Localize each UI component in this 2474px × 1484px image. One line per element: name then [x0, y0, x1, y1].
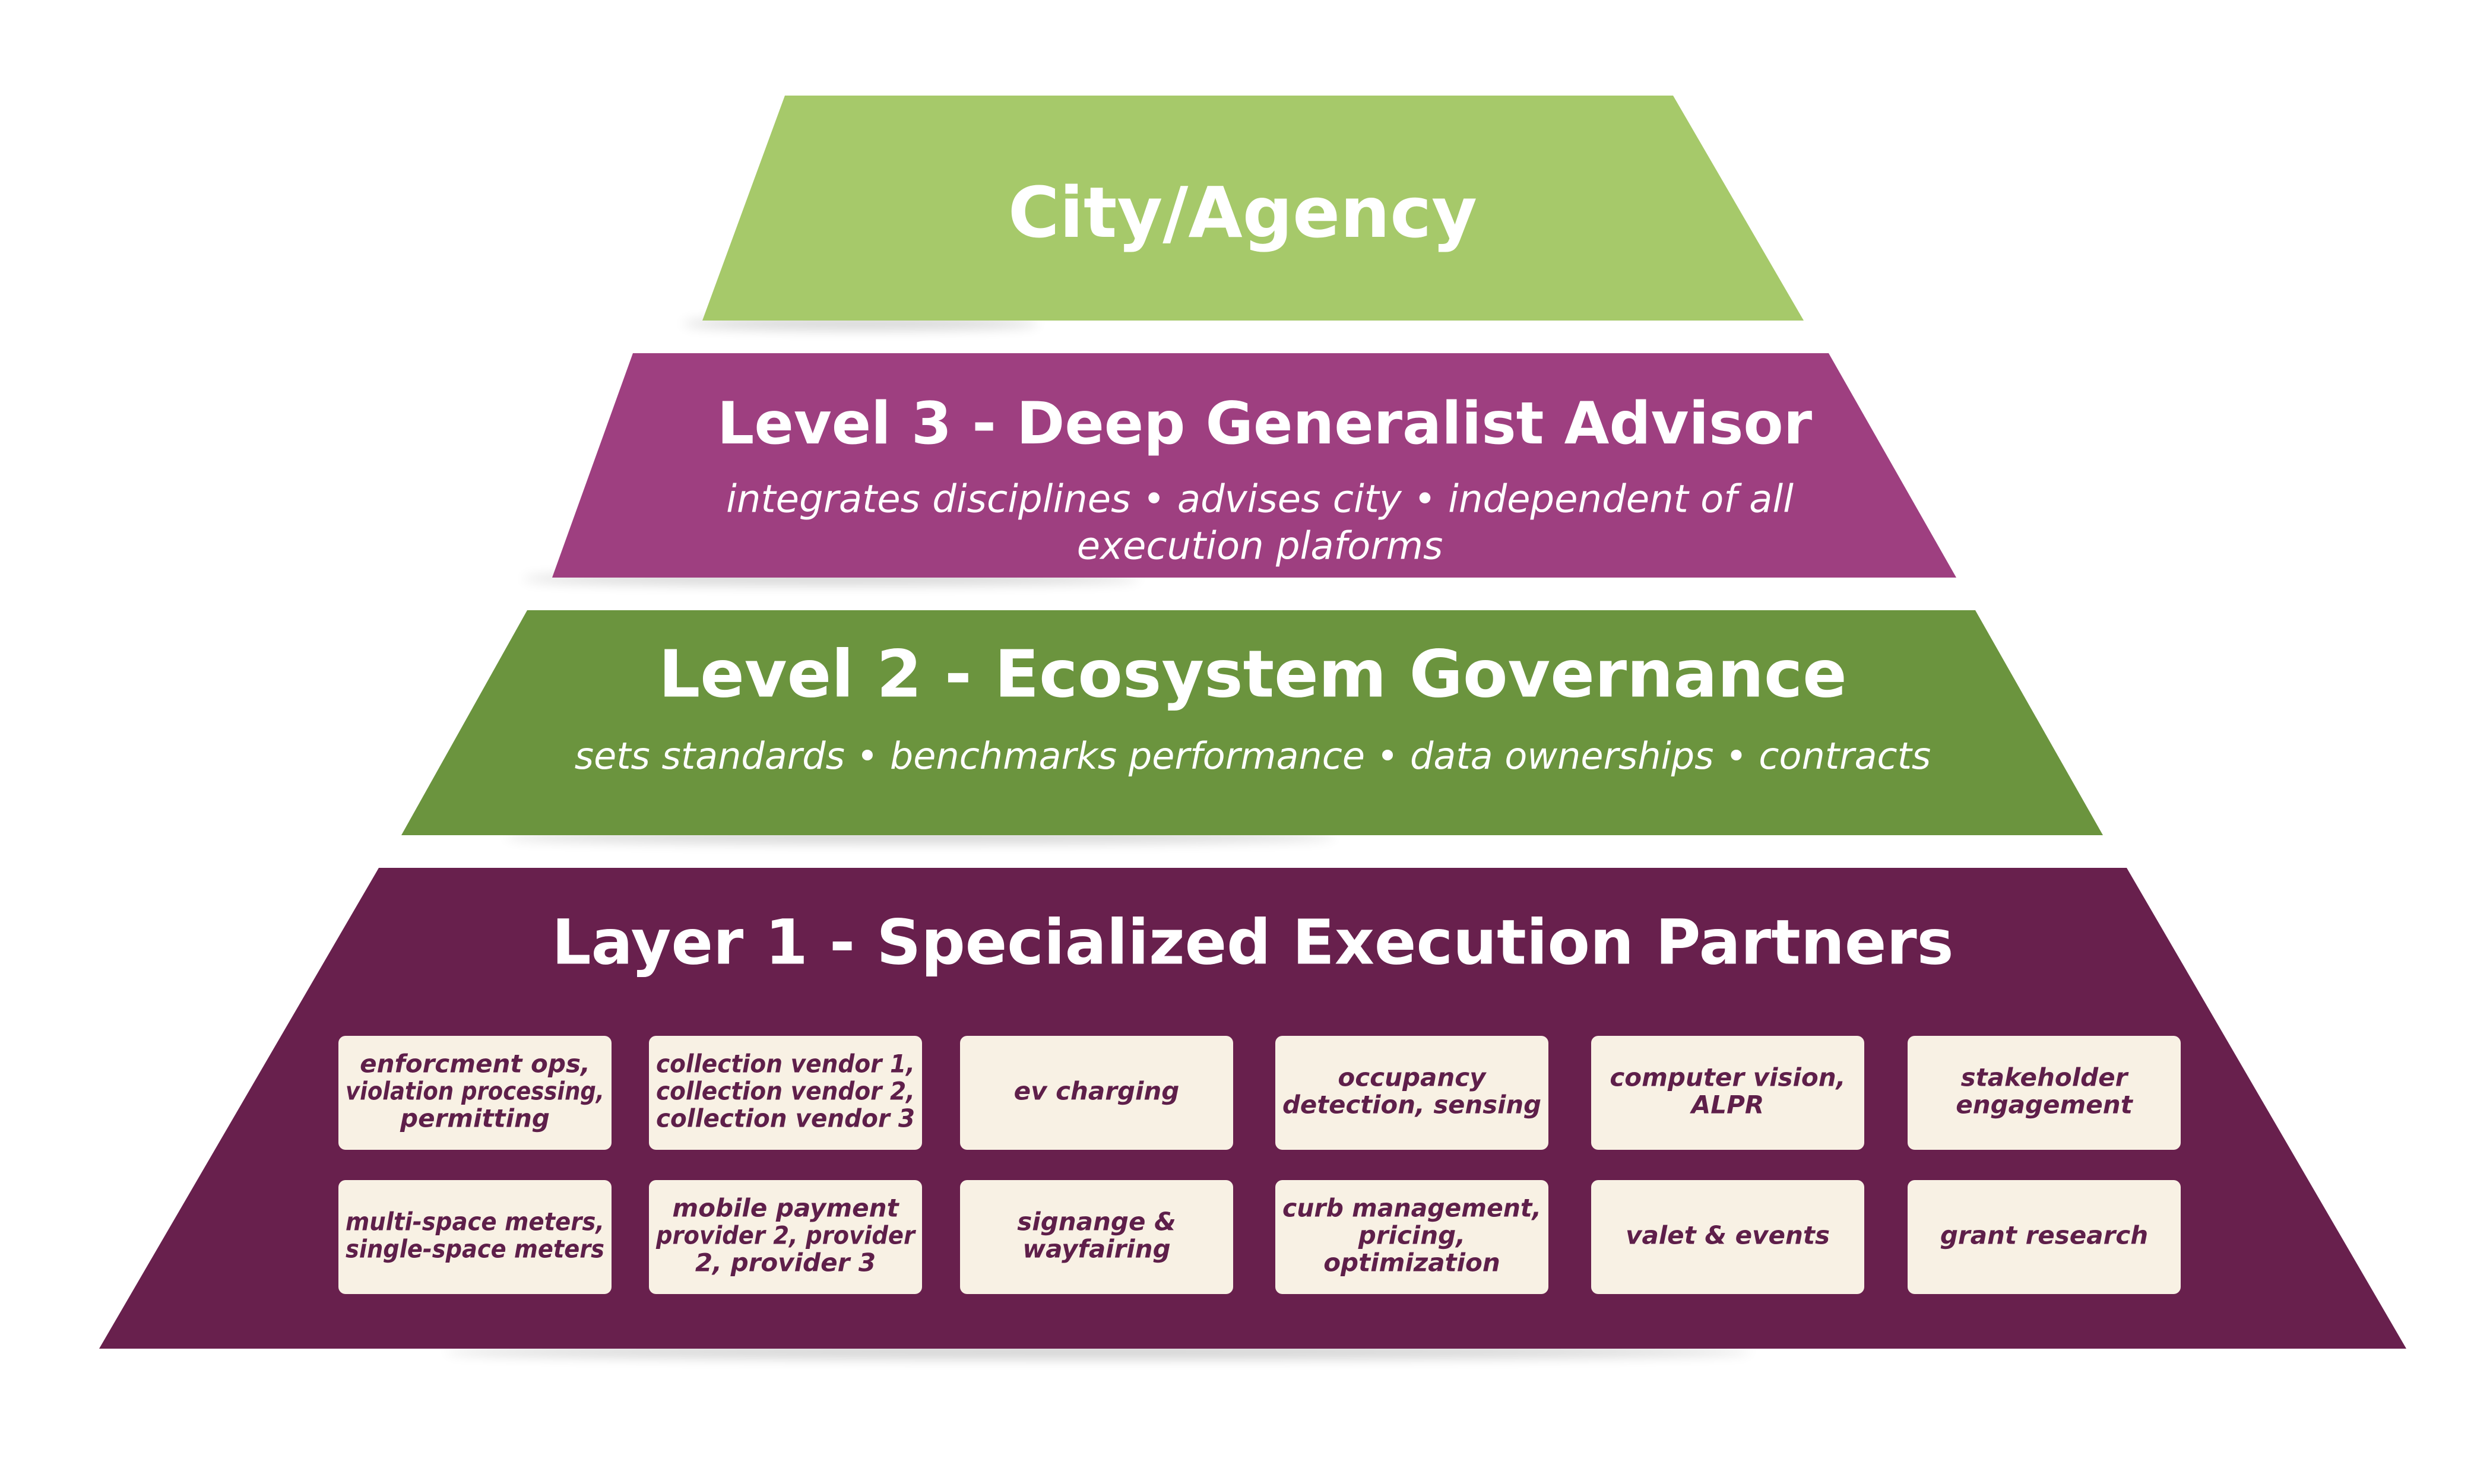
- partner-card: grant research: [1908, 1180, 2181, 1294]
- partner-card: collection vendor 1,collection vendor 2,…: [649, 1036, 922, 1150]
- partner-card-bg: [649, 1036, 922, 1150]
- partner-card-bg: [1908, 1180, 2181, 1294]
- tier-level3: Level 3 - Deep Generalist Advisor integr…: [552, 353, 1956, 578]
- partner-card-label: detection, sensing: [1282, 1090, 1541, 1120]
- partner-card-label: wayfairing: [1022, 1235, 1170, 1264]
- partner-card-label: ALPR: [1690, 1090, 1764, 1120]
- tier-layer1-title: Layer 1 - Specialized Execution Partners: [552, 906, 1953, 978]
- partner-card-label: stakeholder: [1961, 1063, 2129, 1092]
- partner-card-bg: [338, 1180, 612, 1294]
- partner-card-label: single-space meters: [346, 1235, 604, 1264]
- partner-card-bg: [1908, 1036, 2181, 1150]
- partner-card-bg: [1591, 1180, 1864, 1294]
- partner-card-label: pricing,: [1358, 1221, 1465, 1250]
- partner-card-bg: [1591, 1036, 1864, 1150]
- partner-card-label: signange &: [1017, 1207, 1176, 1236]
- tier-city-agency: City/Agency: [702, 96, 1804, 321]
- tier-level2-shape: [401, 610, 2103, 835]
- partner-card-label: enforcment ops,: [360, 1049, 590, 1079]
- partner-card: enforcment ops,violation processing,perm…: [338, 1036, 612, 1150]
- partner-card-label: curb management,: [1282, 1194, 1541, 1223]
- tier-level3-subtitle-line2: execution plaforms: [1077, 525, 1443, 569]
- partner-card: valet & events: [1591, 1180, 1864, 1294]
- partner-card-label: mobile payment: [672, 1194, 899, 1223]
- partner-card-label: optimization: [1323, 1248, 1500, 1277]
- partner-card: multi-space meters,single-space meters: [338, 1180, 612, 1294]
- partner-card-label: engagement: [1956, 1090, 2133, 1120]
- partner-card: computer vision,ALPR: [1591, 1036, 1864, 1150]
- tier-level3-title: Level 3 - Deep Generalist Advisor: [717, 390, 1813, 458]
- partner-card: ev charging: [960, 1036, 1233, 1150]
- partner-card-bg: [338, 1036, 612, 1150]
- partner-card-label: permitting: [400, 1104, 550, 1133]
- partner-card-label: ev charging: [1014, 1077, 1180, 1106]
- tier-level2: Level 2 - Ecosystem Governance sets stan…: [401, 610, 2103, 835]
- partner-card-label: occupancy: [1338, 1063, 1487, 1092]
- partner-card-bg: [960, 1180, 1233, 1294]
- partner-card-label: multi-space meters,: [346, 1207, 604, 1236]
- partner-card-label: valet & events: [1626, 1221, 1830, 1250]
- partner-card-label: grant research: [1940, 1221, 2148, 1250]
- partner-card-label: violation processing,: [346, 1077, 604, 1106]
- partner-card-label: provider 2, provider: [655, 1221, 916, 1250]
- tier-level2-subtitle: sets standards • benchmarks performance …: [575, 734, 1931, 778]
- partner-card-label: computer vision,: [1610, 1063, 1845, 1092]
- partner-card-label: collection vendor 2,: [656, 1077, 915, 1106]
- tier-level3-subtitle-line1: integrates disciplines • advises city • …: [726, 478, 1794, 522]
- tier-city-shape: [702, 96, 1804, 321]
- execution-partner-cards: enforcment ops,violation processing,perm…: [338, 1036, 2181, 1294]
- partner-card-bg: [649, 1180, 922, 1294]
- partner-card-label: 2, provider 3: [695, 1248, 876, 1277]
- partner-card-bg: [1275, 1036, 1548, 1150]
- tier-layer1: Layer 1 - Specialized Execution Partners…: [99, 868, 2406, 1349]
- tier-level2-title: Level 2 - Ecosystem Governance: [658, 636, 1847, 712]
- tier-city-title: City/Agency: [1008, 172, 1477, 253]
- partner-card-label: collection vendor 3: [656, 1104, 915, 1133]
- partner-card-bg: [1275, 1180, 1548, 1294]
- partner-card: curb management,pricing,optimization: [1275, 1180, 1548, 1294]
- partner-card-label: collection vendor 1,: [656, 1049, 915, 1079]
- partner-card: signange &wayfairing: [960, 1180, 1233, 1294]
- tier-level3-shape: [552, 353, 1956, 578]
- partner-card-bg: [960, 1036, 1233, 1150]
